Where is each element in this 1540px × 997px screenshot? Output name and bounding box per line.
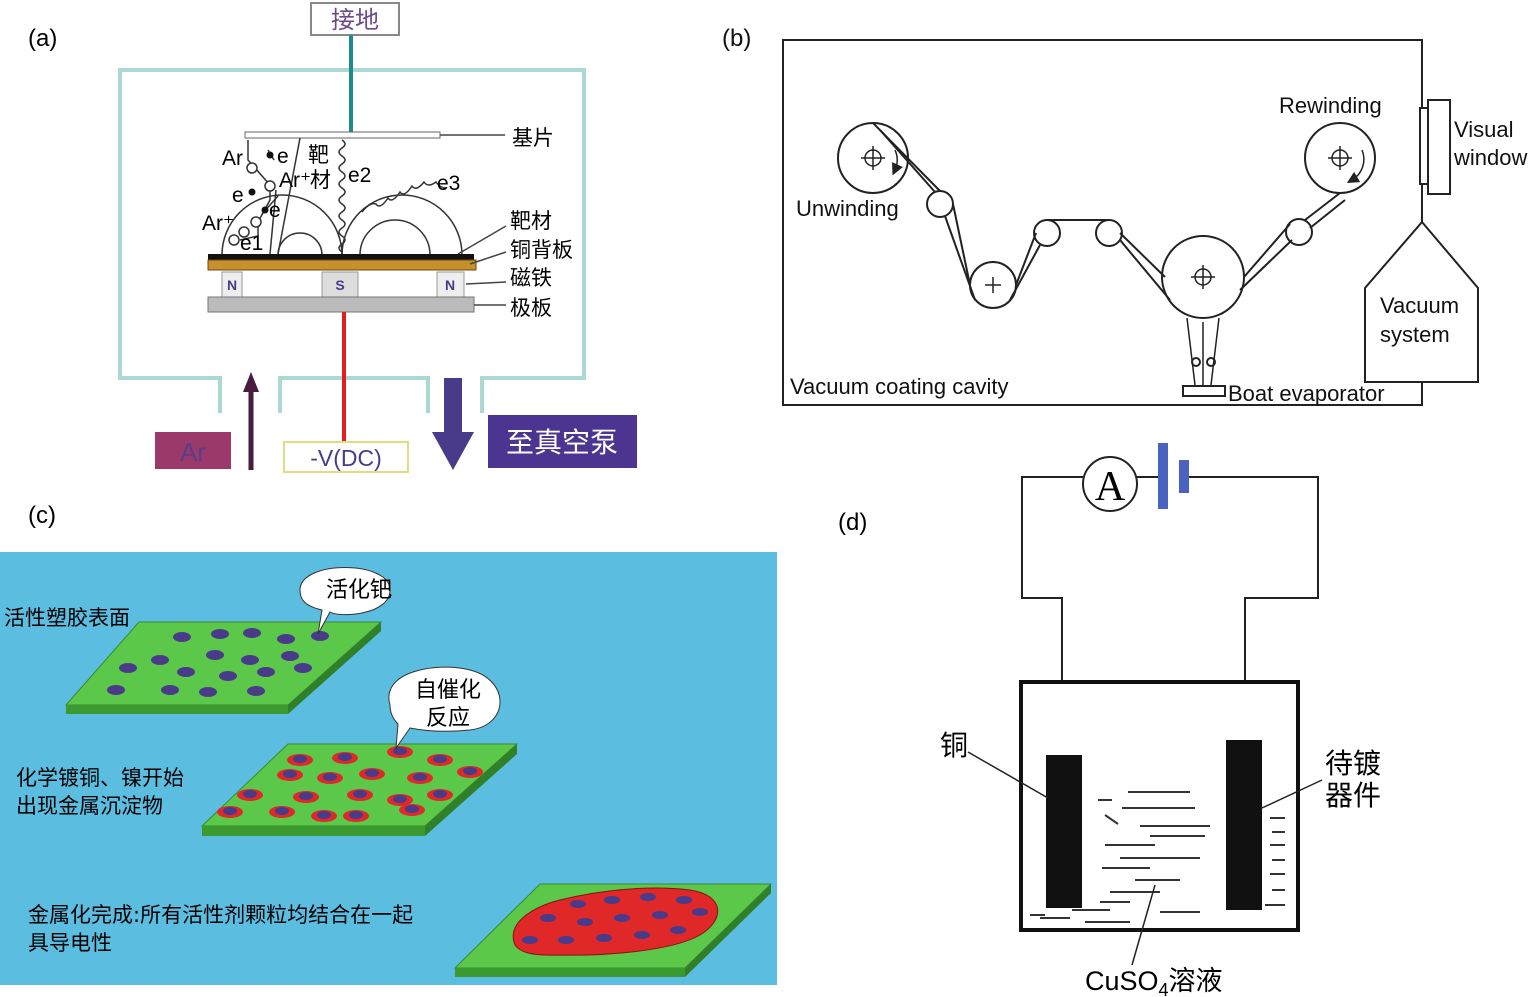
circuit-wire bbox=[1021, 476, 1319, 755]
ar-inlet-label: Ar bbox=[180, 437, 206, 467]
deposit-particles bbox=[217, 746, 483, 822]
electron-label: e bbox=[232, 184, 244, 207]
pump-box bbox=[488, 415, 637, 468]
ar-label: Ar bbox=[222, 147, 243, 170]
magnet-label: 磁铁 bbox=[510, 266, 552, 290]
step2-label: 出现金属沉淀物 bbox=[16, 794, 163, 818]
magnets: N S N bbox=[221, 271, 465, 298]
panel-b: (b) Unwinding Rewinding Visual window Va… bbox=[722, 25, 1527, 406]
step3-label: 金属化完成:所有活性剂颗粒均结合在一起 bbox=[28, 903, 413, 927]
e3-label: e3 bbox=[437, 172, 460, 195]
vacuum-system-label: Vacuum bbox=[1380, 293, 1459, 318]
solution-lines bbox=[1030, 791, 1285, 923]
panel-label: (b) bbox=[722, 25, 751, 52]
pump-label: 至真空泵 bbox=[506, 426, 618, 459]
ar-atoms bbox=[228, 162, 276, 246]
speech-bubble bbox=[299, 567, 391, 635]
voltage-label: -V(DC) bbox=[310, 445, 382, 471]
copper-electrode bbox=[1046, 755, 1082, 908]
magnet-n-label: N bbox=[445, 277, 455, 293]
electrons bbox=[248, 151, 274, 214]
panel-a: (a) 接地 基片 Ar e e e Ar⁺ Ar⁺ e1 e2 e3 靶 材 bbox=[28, 2, 637, 473]
target-small-label: 材 bbox=[310, 168, 331, 192]
battery-negative bbox=[1179, 460, 1189, 493]
workpiece-label: 器件 bbox=[1325, 779, 1381, 812]
target-small-label: 靶 bbox=[308, 143, 329, 167]
bubble-label: 活化钯 bbox=[326, 578, 392, 603]
boat-label: Boat evaporator bbox=[1228, 381, 1385, 406]
workpiece-electrode bbox=[1226, 740, 1262, 910]
panel-c: (c) 活化钯 活性塑胶表面 自催化 反应 化学镀铜、镍开始 出现金属沉淀物 bbox=[0, 502, 777, 985]
step2-label: 化学镀铜、镍开始 bbox=[16, 766, 184, 790]
workpiece-label: 待镀 bbox=[1325, 747, 1381, 780]
panel-label: (c) bbox=[28, 502, 56, 529]
electrode-plate bbox=[207, 296, 475, 313]
rewinding-label: Rewinding bbox=[1279, 93, 1382, 118]
visual-window-label: Visual bbox=[1454, 117, 1514, 142]
roller-center-marks bbox=[861, 146, 1365, 293]
bubble-label: 自催化 bbox=[415, 678, 481, 703]
visual-window bbox=[1427, 99, 1451, 195]
step1-label: 活性塑胶表面 bbox=[4, 606, 130, 630]
ammeter-label: A bbox=[1095, 464, 1126, 510]
substrate bbox=[244, 131, 441, 139]
ar-ion-label: Ar⁺ bbox=[279, 169, 311, 192]
electron-label: e bbox=[269, 199, 281, 222]
copper-backing bbox=[207, 259, 477, 271]
voltage-box bbox=[283, 441, 409, 473]
step3-label: 具导电性 bbox=[28, 931, 112, 955]
solution-label: CuSO4溶液 bbox=[1085, 966, 1223, 997]
copper-label: 铜 bbox=[940, 729, 968, 762]
speech-bubble bbox=[388, 666, 501, 750]
gas-in-arrow bbox=[243, 372, 259, 392]
magnet-n-label: N bbox=[227, 277, 237, 293]
ar-ion-label: Ar⁺ bbox=[202, 212, 234, 235]
panel-label: (a) bbox=[28, 25, 57, 52]
ground-box bbox=[310, 2, 400, 36]
target-label: 靶材 bbox=[510, 209, 552, 233]
ammeter-icon bbox=[1082, 456, 1138, 512]
electron-label: e bbox=[277, 145, 289, 168]
copper-backing-label: 铜背板 bbox=[510, 238, 573, 262]
cavity-label: Vacuum coating cavity bbox=[790, 374, 1008, 399]
unwinding-label: Unwinding bbox=[796, 196, 899, 221]
magnet-s-label: S bbox=[335, 277, 344, 293]
target bbox=[208, 254, 474, 260]
ground-label: 接地 bbox=[331, 6, 379, 34]
pump-arrow bbox=[432, 378, 474, 470]
visual-window-label: window bbox=[1453, 145, 1527, 170]
e1-label: e1 bbox=[240, 232, 263, 255]
vacuum-system bbox=[1364, 184, 1479, 383]
e2-label: e2 bbox=[348, 164, 371, 187]
substrate-label: 基片 bbox=[512, 126, 554, 150]
battery-positive bbox=[1158, 443, 1168, 509]
palladium-particles bbox=[107, 628, 329, 697]
vacuum-system-label: system bbox=[1380, 322, 1450, 347]
electrode-label: 极板 bbox=[510, 296, 552, 320]
panel-label: (d) bbox=[838, 509, 867, 536]
bubble-label: 反应 bbox=[426, 706, 470, 731]
boat-evaporator bbox=[1182, 385, 1226, 397]
ar-inlet-box bbox=[155, 432, 231, 469]
panel-d: (d) A 铜 待镀 器件 CuSO4溶液 bbox=[838, 443, 1381, 997]
